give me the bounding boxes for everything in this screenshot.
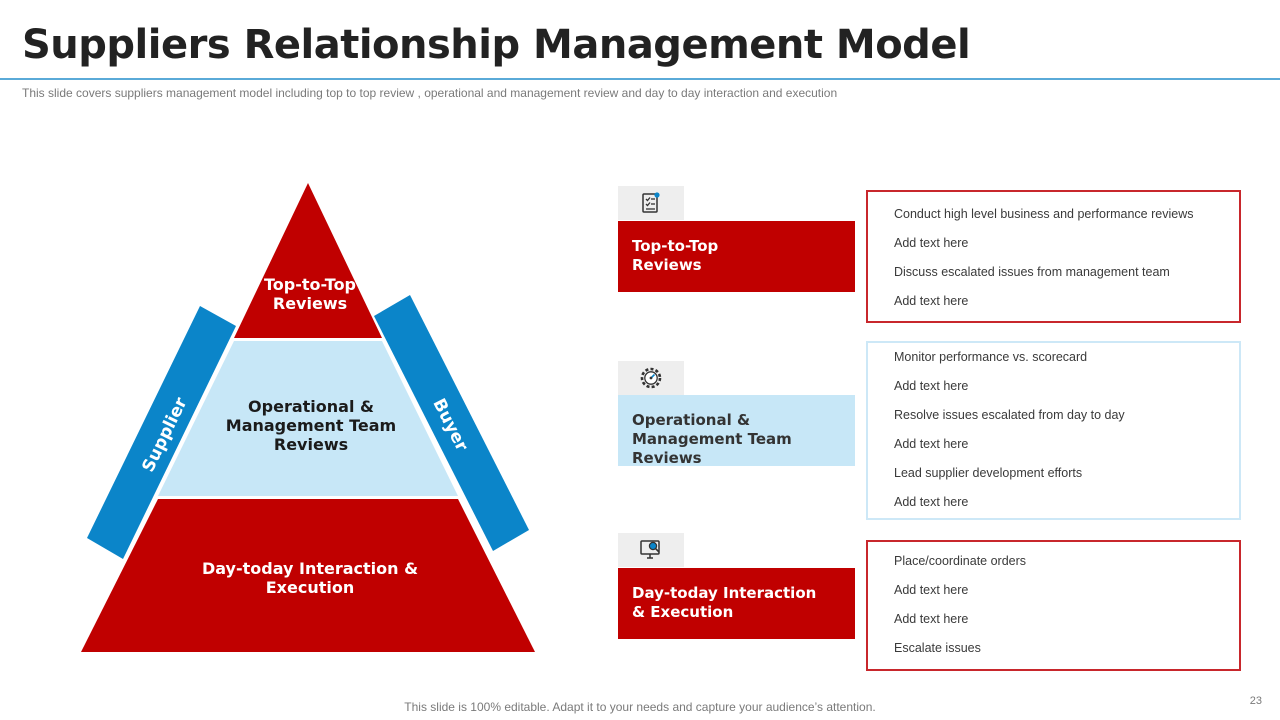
page-number: 23 (1249, 695, 1262, 707)
stage-operational-management-reviews: Operational & Management Team Reviews (618, 395, 855, 467)
list-item: Add text here (894, 495, 969, 509)
pyramid-level-top (234, 183, 382, 338)
list-item: Add text here (894, 379, 969, 393)
stage-2-details-box: Monitor performance vs. scorecard Add te… (866, 341, 1241, 520)
list-item: Add text here (894, 583, 969, 597)
list-item: Escalate issues (894, 641, 981, 655)
list-item: Discuss escalated issues from management… (894, 265, 1170, 279)
list-item: Add text here (894, 236, 969, 250)
list-item: Lead supplier development efforts (894, 466, 1083, 480)
pyramid-bottom-label: Day-today Interaction & Execution (201, 559, 419, 597)
stage-1-icon-tile (618, 186, 684, 220)
title-divider (0, 78, 1280, 80)
slide-subtitle: This slide covers suppliers management m… (22, 86, 838, 100)
buyer-side-bar (374, 295, 529, 551)
stage-3-icon-tile (618, 533, 684, 567)
monitor-search-icon (640, 540, 660, 559)
list-item: Monitor performance vs. scorecard (894, 350, 1088, 364)
stage-day-today-interaction: Day-today Interaction & Execution (618, 568, 855, 639)
checklist-icon (642, 192, 660, 213)
stage-2-icon-tile (618, 361, 684, 395)
stage-top-to-top-reviews: Top-to-Top Reviews (618, 221, 855, 292)
list-item: Resolve issues escalated from day to day (894, 408, 1125, 422)
pyramid-middle-label: Operational & Management Team Reviews (225, 397, 397, 454)
list-item: Place/coordinate orders (894, 554, 1027, 568)
pyramid-level-bottom (81, 499, 535, 652)
list-item: Add text here (894, 612, 969, 626)
list-item: Conduct high level business and performa… (894, 207, 1194, 221)
pyramid-level-middle (158, 341, 458, 496)
stage-3-details-box: Place/coordinate orders Add text here Ad… (866, 540, 1241, 671)
stage-1-details-box: Conduct high level business and performa… (866, 190, 1241, 323)
supplier-side-bar (87, 306, 236, 559)
slide-footer: This slide is 100% editable. Adapt it to… (404, 700, 876, 714)
gear-gauge-icon (640, 367, 662, 389)
pyramid-top-label: Top-to-Top Reviews (263, 275, 357, 313)
slide-title: Suppliers Relationship Management Model (22, 22, 971, 68)
list-item: Add text here (894, 437, 969, 451)
list-item: Add text here (894, 294, 969, 308)
